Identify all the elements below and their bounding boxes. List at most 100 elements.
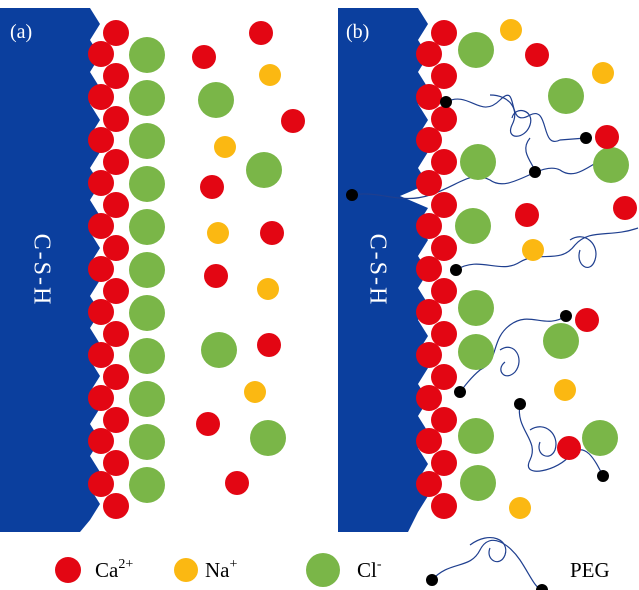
cl-ion <box>129 338 165 374</box>
ca-ion <box>416 299 442 325</box>
legend-peg-label: PEG <box>570 558 610 582</box>
cl-ion <box>458 290 494 326</box>
ca-ion <box>431 364 457 390</box>
cl-ion <box>129 295 165 331</box>
na-ion <box>259 64 281 86</box>
ca-ion <box>431 192 457 218</box>
peg-chain <box>569 236 597 268</box>
ca-ion <box>88 41 114 67</box>
cl-ion <box>129 209 165 245</box>
peg-end-group <box>514 398 526 410</box>
peg-chain <box>459 315 567 393</box>
ca-ion <box>103 364 129 390</box>
cl-ion <box>129 80 165 116</box>
cl-ion <box>582 420 618 456</box>
cl-ion <box>246 152 282 188</box>
ca-ion <box>416 342 442 368</box>
ca-ion <box>613 196 637 220</box>
cl-ion <box>543 323 579 359</box>
ca-ion <box>431 106 457 132</box>
ca-ion <box>431 450 457 476</box>
ca-ion <box>103 106 129 132</box>
ca-ion <box>88 256 114 282</box>
ca-ion <box>204 264 228 288</box>
ca-ion <box>88 299 114 325</box>
peg-chain <box>489 94 532 137</box>
cl-ion <box>548 78 584 114</box>
ca-ion <box>525 43 549 67</box>
ca-ion <box>103 321 129 347</box>
csh-surface-panel-a <box>0 8 100 532</box>
peg-end-group <box>346 189 358 201</box>
peg-chain <box>351 157 616 200</box>
cl-ion <box>129 424 165 460</box>
peg-chain <box>518 403 604 477</box>
peg-end-group <box>580 132 592 144</box>
legend-na-marker <box>174 558 198 582</box>
cl-ion <box>129 381 165 417</box>
ca-ion <box>416 170 442 196</box>
ca-ion <box>103 278 129 304</box>
ca-ion <box>88 428 114 454</box>
ca-ion <box>249 21 273 45</box>
legend-ca-marker <box>55 557 81 583</box>
ca-ion <box>103 63 129 89</box>
peg-end-group <box>426 574 438 586</box>
legend-cl-marker <box>306 553 340 587</box>
peg-end-group <box>440 96 452 108</box>
panel-a-label: (a) <box>10 21 32 43</box>
na-ion <box>500 19 522 41</box>
cl-ion <box>458 32 494 68</box>
cl-ion <box>458 418 494 454</box>
ca-ion <box>431 20 457 46</box>
ca-ion <box>103 407 129 433</box>
ca-ion <box>196 412 220 436</box>
cl-ion <box>455 208 491 244</box>
peg-chain <box>455 227 639 271</box>
ca-ion <box>88 385 114 411</box>
ca-ion <box>416 428 442 454</box>
ca-ion <box>431 278 457 304</box>
cl-ion <box>129 467 165 503</box>
ca-ion <box>431 149 457 175</box>
ca-ion <box>88 213 114 239</box>
legend-cl-label: Cl- <box>357 557 382 582</box>
cl-ion <box>593 147 629 183</box>
ca-ion <box>103 192 129 218</box>
na-ion <box>509 497 531 519</box>
ca-ion <box>431 321 457 347</box>
ca-ion <box>88 127 114 153</box>
ca-ion <box>431 63 457 89</box>
ca-ion <box>103 450 129 476</box>
ca-ion <box>225 471 249 495</box>
cl-ion <box>460 465 496 501</box>
ca-ion <box>416 385 442 411</box>
na-ion <box>554 379 576 401</box>
peg-end-group <box>597 470 609 482</box>
cl-ion <box>129 37 165 73</box>
peg-end-group <box>529 166 541 178</box>
cl-ion <box>129 166 165 202</box>
csh-label-panel-b: C-S-H <box>364 234 390 307</box>
ca-ion <box>416 84 442 110</box>
peg-end-group <box>454 386 466 398</box>
ca-ion <box>88 471 114 497</box>
peg-chain <box>469 537 507 563</box>
cl-ion <box>201 332 237 368</box>
ca-ion <box>416 256 442 282</box>
csh-label-panel-a: C-S-H <box>28 234 54 307</box>
ca-ion <box>575 308 599 332</box>
peg-chain <box>499 346 520 377</box>
peg-end-group <box>536 584 548 590</box>
peg-chains <box>351 94 639 590</box>
ca-ion <box>103 149 129 175</box>
ca-ion <box>431 235 457 261</box>
legend-ca-label: Ca2+ <box>95 557 133 582</box>
cl-ion <box>458 334 494 370</box>
legend-na-label: Na+ <box>205 557 238 582</box>
na-ion <box>207 222 229 244</box>
na-ion <box>244 381 266 403</box>
ca-ion <box>515 203 539 227</box>
